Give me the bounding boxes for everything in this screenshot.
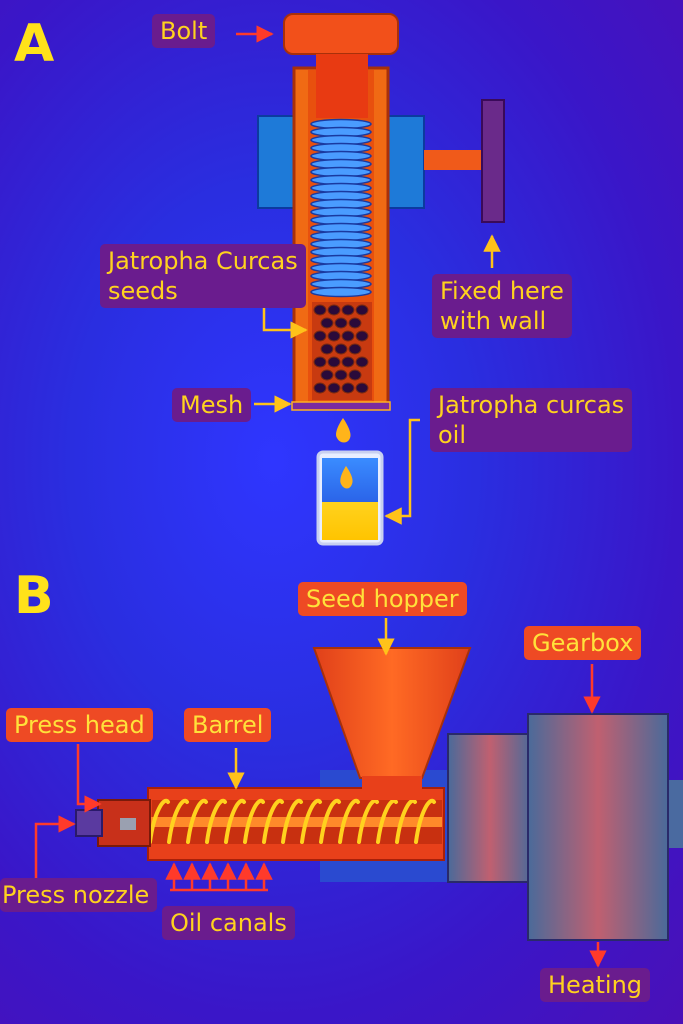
label-oil-canals: Oil canals xyxy=(162,906,295,940)
oil-drop-icon xyxy=(336,418,351,443)
seed xyxy=(334,343,348,355)
panel-a-letter: A xyxy=(14,14,55,74)
helix-coil xyxy=(281,798,303,844)
screw-thread-icon xyxy=(310,118,372,298)
seed xyxy=(327,330,341,342)
panel-b-letter: B xyxy=(14,566,54,626)
oil-arrow xyxy=(384,418,420,525)
helix-coil xyxy=(262,798,284,844)
thread-ring xyxy=(310,286,372,298)
helix-coil xyxy=(148,798,170,844)
oil-canal-arrows xyxy=(165,862,273,892)
label-gearbox: Gearbox xyxy=(524,626,642,660)
seed xyxy=(313,382,327,394)
hopper-icon xyxy=(312,647,472,779)
helix-coil xyxy=(300,798,322,844)
seed xyxy=(313,304,327,316)
seed xyxy=(334,317,348,329)
label-heating: Heating xyxy=(540,968,651,1002)
helix-coil xyxy=(186,798,208,844)
clamp-block-right xyxy=(385,115,425,209)
label-bolt: Bolt xyxy=(152,14,216,48)
seed xyxy=(320,369,334,381)
helix-coil xyxy=(243,798,265,844)
label-fixed-wall: Fixed here with wall xyxy=(432,274,572,338)
seed xyxy=(313,330,327,342)
label-seeds: Jatropha Curcas seeds xyxy=(100,244,306,308)
beaker-icon xyxy=(316,450,384,546)
press-head-arrow xyxy=(76,744,102,813)
helix-coil xyxy=(224,798,246,844)
seed xyxy=(327,304,341,316)
press-nozzle xyxy=(75,809,103,837)
gearbox-icon xyxy=(527,713,669,941)
helix-coil xyxy=(376,798,398,844)
seed xyxy=(320,317,334,329)
helix-coil xyxy=(414,798,436,844)
gearbox-back xyxy=(447,733,533,883)
seed xyxy=(348,369,362,381)
seed xyxy=(355,382,369,394)
bolt-neck xyxy=(316,54,368,118)
hopper-throat xyxy=(362,776,422,800)
press-nozzle-arrow xyxy=(34,815,76,878)
helix-coil xyxy=(395,798,417,844)
label-oil: Jatropha curcas oil xyxy=(430,388,633,452)
label-press-head: Press head xyxy=(6,708,153,742)
seed xyxy=(341,304,355,316)
seed-cluster-icon xyxy=(313,304,369,394)
seed xyxy=(327,382,341,394)
bolt-head-icon xyxy=(283,13,399,55)
helix-coil xyxy=(167,798,189,844)
label-mesh: Mesh xyxy=(172,388,252,422)
helix-coil xyxy=(338,798,360,844)
nozzle-tip xyxy=(120,818,136,830)
seed xyxy=(334,369,348,381)
seed xyxy=(355,356,369,368)
support-arm xyxy=(424,150,484,170)
drive-shaft xyxy=(668,780,683,848)
seed xyxy=(341,330,355,342)
helix-coil xyxy=(205,798,227,844)
helix-coil xyxy=(357,798,379,844)
screw-shaft xyxy=(150,817,442,827)
label-seed-hopper: Seed hopper xyxy=(298,582,467,616)
seed xyxy=(348,343,362,355)
seed xyxy=(341,356,355,368)
seed xyxy=(355,330,369,342)
seed xyxy=(320,343,334,355)
label-barrel: Barrel xyxy=(184,708,272,742)
seed xyxy=(348,317,362,329)
wall-plate xyxy=(481,99,505,223)
helix-coil xyxy=(319,798,341,844)
mesh-plate xyxy=(291,401,391,411)
seed xyxy=(313,356,327,368)
seed xyxy=(355,304,369,316)
seed xyxy=(341,382,355,394)
helical-screw-icon xyxy=(148,798,442,844)
label-press-nozzle: Press nozzle xyxy=(0,878,158,912)
seed xyxy=(327,356,341,368)
clamp-block-left xyxy=(257,115,297,209)
